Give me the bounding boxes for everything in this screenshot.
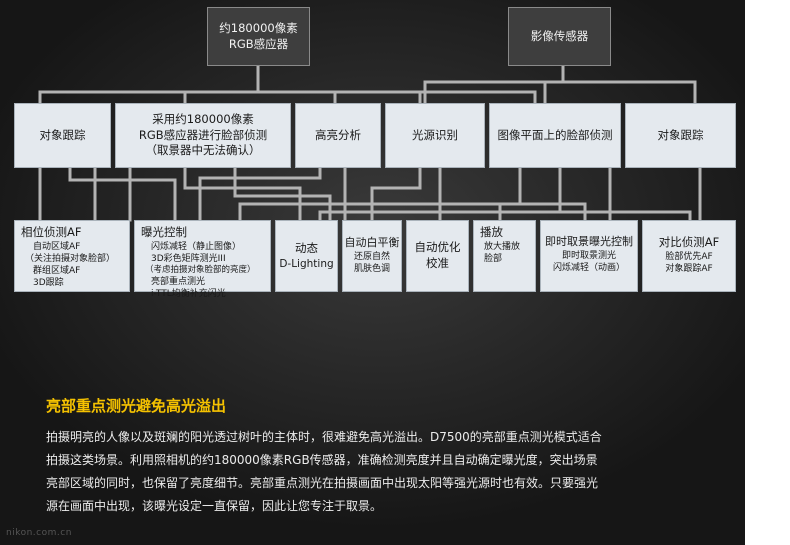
rgb-sensor-node: 约180000像素 RGB感应器 — [207, 7, 310, 66]
mid-node-highlight-analysis: 高亮分析 — [295, 103, 381, 168]
node-item: 即时取景测光 — [561, 250, 616, 261]
bottom-node-auto-optimize: 自动优化 校准 — [406, 220, 469, 292]
node-item: 群组区域AF — [33, 265, 81, 276]
node-line: 对象跟踪 — [657, 127, 704, 142]
article-body-line: 源在画面中出现，该曝光设定一直保留，因此让您专注于取景。 — [46, 499, 383, 513]
article-body-line: 拍摄这类场景。利用照相机的约180000像素RGB传感器，准确检测亮度并且自动确… — [46, 453, 598, 467]
bottom-node-exposure-control: 曝光控制 闪烁减轻（静止图像） 3D彩色矩阵测光III （考虑拍摄对象脸部的亮度… — [134, 220, 271, 299]
node-title: 自动优化 — [414, 240, 461, 255]
article-body: 拍摄明亮的人像以及斑斓的阳光透过树叶的主体时，很难避免高光溢出。D7500的亮部… — [46, 426, 736, 518]
node-item: 对象跟踪AF — [665, 263, 713, 274]
node-line: 光源识别 — [412, 127, 458, 142]
diagram-panel: 约180000像素 RGB感应器 影像传感器 对象跟踪 采用约180000像素 … — [0, 0, 745, 545]
mid-node-face-detection: 采用约180000像素 RGB感应器进行脸部侦测 （取景器中无法确认） — [115, 103, 291, 168]
bottom-node-live-view-exposure: 即时取景曝光控制 即时取景测光 闪烁减轻（动画） — [540, 220, 638, 292]
bottom-node-auto-wb: 自动白平衡 还原自然 肌肤色调 — [342, 220, 402, 292]
node-item: 肌肤色调 — [353, 264, 390, 275]
node-item: 闪烁减轻（动画） — [552, 262, 625, 273]
image-sensor-node: 影像传感器 — [508, 7, 611, 66]
connector-lines — [38, 64, 702, 222]
node-line: 约180000像素 — [219, 20, 298, 35]
node-item: 脸部 — [484, 253, 503, 264]
node-title: 即时取景曝光控制 — [545, 235, 633, 248]
node-line: 对象跟踪 — [39, 127, 86, 142]
node-item: 3D彩色矩阵测光III — [151, 253, 226, 264]
node-item: 放大播放 — [484, 241, 521, 252]
bottom-node-phase-af: 相位侦测AF 自动区域AF （关注拍摄对象脸部） 群组区域AF 3D跟踪 — [14, 220, 130, 292]
node-title: 播放 — [480, 225, 503, 239]
node-title: 相位侦测AF — [21, 225, 82, 239]
node-line: 高亮分析 — [315, 127, 361, 142]
node-title: 自动白平衡 — [344, 236, 400, 250]
article-headline: 亮部重点测光避免高光溢出 — [46, 397, 227, 415]
mid-node-image-plane-face: 图像平面上的脸部侦测 — [489, 103, 621, 168]
node-item: 闪烁减轻（静止图像） — [151, 241, 242, 252]
node-item: i-TTL均衡补充闪光 — [151, 289, 226, 300]
node-title: 曝光控制 — [141, 225, 187, 239]
node-title: 对比侦测AF — [658, 235, 720, 249]
node-item: 脸部优先AF — [665, 251, 713, 262]
watermark: nikon.com.cn — [6, 528, 72, 538]
bottom-node-playback: 播放 放大播放 脸部 — [473, 220, 536, 292]
node-line: 采用约180000像素 — [152, 112, 254, 127]
node-item: 自动区域AF — [33, 241, 81, 252]
node-item: 亮部重点测光 — [151, 277, 206, 288]
node-item: 校准 — [426, 256, 449, 270]
mid-node-light-source: 光源识别 — [385, 103, 485, 168]
node-line: RGB感应器 — [228, 36, 289, 51]
node-item: （关注拍摄对象脸部） — [25, 253, 116, 264]
article-body-line: 拍摄明亮的人像以及斑斓的阳光透过树叶的主体时，很难避免高光溢出。D7500的亮部… — [46, 430, 602, 444]
node-title: 动态 — [295, 241, 318, 256]
node-line: RGB感应器进行脸部侦测 — [138, 127, 268, 142]
node-item: D-Lighting — [279, 257, 334, 270]
bottom-node-d-lighting: 动态 D-Lighting — [275, 220, 338, 292]
mid-node-subject-tracking: 对象跟踪 — [14, 103, 111, 168]
node-line: （取景器中无法确认） — [145, 143, 261, 158]
node-item: 3D跟踪 — [33, 277, 64, 288]
node-line: 影像传感器 — [530, 28, 589, 43]
article-body-line: 亮部区域的同时，也保留了亮度细节。亮部重点测光在拍摄画面中出现太阳等强光源时也有… — [46, 476, 599, 490]
node-line: 图像平面上的脸部侦测 — [497, 127, 613, 142]
mid-node-subject-tracking-2: 对象跟踪 — [625, 103, 736, 168]
node-item: 还原自然 — [353, 252, 390, 263]
bottom-node-contrast-af: 对比侦测AF 脸部优先AF 对象跟踪AF — [642, 220, 736, 292]
node-item: （考虑拍摄对象脸部的亮度） — [145, 264, 256, 275]
